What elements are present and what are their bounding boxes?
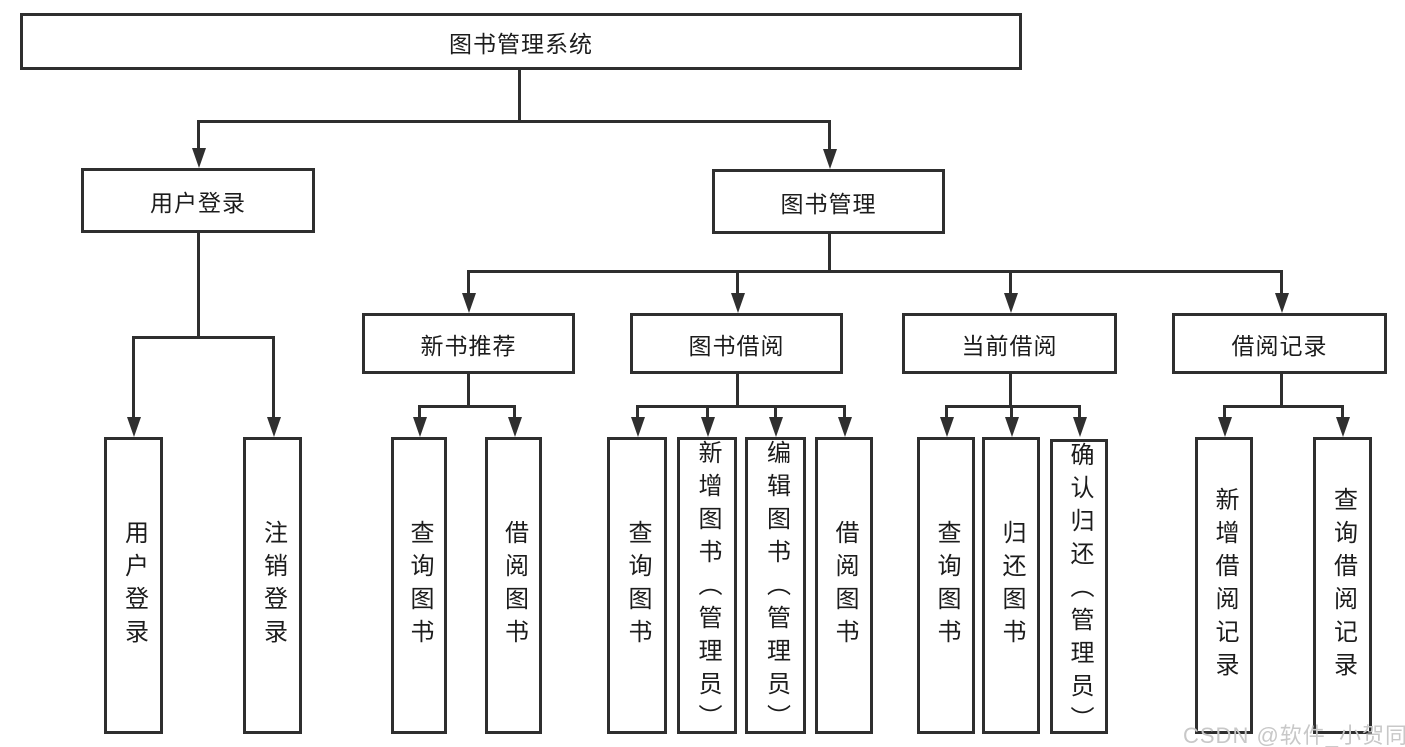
- leaf-query-borrow-record-label: 查询借阅记录: [1329, 486, 1357, 685]
- arrow-to-book-borrow: [736, 270, 739, 293]
- node-current-borrow: 当前借阅: [902, 313, 1117, 374]
- arrow-to-borrow-books-1: [513, 405, 516, 417]
- leaf-borrow-books-2-label: 借阅图书: [831, 519, 858, 652]
- arrow-to-add-book-admin: [706, 405, 709, 417]
- connector-user-login-stub: [197, 233, 200, 337]
- leaf-user-login: 用户登录: [104, 437, 163, 734]
- connector-user-login-rail: [132, 336, 275, 339]
- leaf-query-borrow-record: 查询借阅记录: [1313, 437, 1372, 734]
- leaf-add-borrow-record-label: 新增借阅记录: [1211, 486, 1238, 685]
- arrow-to-add-borrow-record: [1223, 405, 1226, 417]
- arrow-to-leaf-user-login: [132, 336, 135, 417]
- connector-borrow-records-stub: [1280, 374, 1283, 406]
- arrow-to-confirm-return-admin: [1078, 405, 1081, 417]
- node-book-borrow: 图书借阅: [630, 313, 843, 374]
- arrow-to-edit-book-admin: [774, 405, 777, 417]
- leaf-user-login-label: 用户登录: [120, 519, 148, 652]
- arrow-to-borrow-books-2: [843, 405, 846, 417]
- connector-book-borrow-rail: [636, 405, 845, 408]
- leaf-query-books-1-label: 查询图书: [406, 519, 433, 652]
- leaf-query-books-2-label: 查询图书: [624, 519, 651, 652]
- leaf-edit-book-admin: 编辑图书（管理员）: [745, 437, 806, 737]
- connector-new-book-recommend-rail: [418, 405, 516, 408]
- leaf-query-books-3-label: 查询图书: [933, 519, 960, 652]
- connector-book-management-stub: [828, 234, 831, 271]
- leaf-add-borrow-record: 新增借阅记录: [1195, 437, 1253, 734]
- connector-current-borrow-stub: [1009, 374, 1012, 406]
- connector-level2-rail: [197, 120, 830, 123]
- leaf-edit-book-admin-label: 编辑图书（管理员）: [762, 440, 790, 737]
- arrow-to-borrow-records: [1280, 270, 1283, 293]
- arrow-to-book-management: [828, 120, 831, 149]
- node-new-book-recommend: 新书推荐: [362, 313, 575, 374]
- connector-root-stub: [518, 70, 521, 122]
- arrow-to-query-books-1: [418, 405, 421, 417]
- node-book-management: 图书管理: [712, 169, 945, 234]
- leaf-borrow-books-1: 借阅图书: [485, 437, 542, 734]
- leaf-return-book: 归还图书: [982, 437, 1040, 734]
- node-borrow-records: 借阅记录: [1172, 313, 1387, 374]
- arrow-to-leaf-logout: [272, 336, 275, 417]
- node-library-system: 图书管理系统: [20, 13, 1022, 70]
- csdn-watermark: CSDN @软件_小贺同学: [1183, 723, 1405, 747]
- leaf-return-book-label: 归还图书: [998, 519, 1025, 652]
- leaf-add-book-admin: 新增图书（管理员）: [677, 437, 737, 737]
- arrow-to-user-login: [197, 120, 200, 148]
- leaf-add-book-admin-label: 新增图书（管理员）: [694, 440, 721, 737]
- arrow-to-new-book-recommend: [467, 270, 470, 293]
- leaf-borrow-books-2: 借阅图书: [815, 437, 873, 734]
- leaf-logout-label: 注销登录: [259, 519, 287, 652]
- leaf-query-books-3: 查询图书: [917, 437, 975, 734]
- leaf-confirm-return-admin-label: 确认归还（管理员）: [1066, 442, 1093, 739]
- arrow-to-return-book: [1010, 405, 1013, 417]
- leaf-logout: 注销登录: [243, 437, 302, 734]
- connector-level3-rail: [467, 270, 1283, 273]
- leaf-borrow-books-1-label: 借阅图书: [500, 519, 528, 652]
- leaf-query-books-1: 查询图书: [391, 437, 447, 734]
- node-user-login: 用户登录: [81, 168, 315, 233]
- connector-new-book-recommend-stub: [467, 374, 470, 406]
- arrow-to-current-borrow: [1009, 270, 1012, 293]
- arrow-to-query-borrow-record: [1341, 405, 1344, 417]
- arrow-to-query-books-3: [945, 405, 948, 417]
- connector-borrow-records-rail: [1223, 405, 1343, 408]
- leaf-query-books-2: 查询图书: [607, 437, 667, 734]
- leaf-confirm-return-admin: 确认归还（管理员）: [1050, 439, 1108, 739]
- connector-book-borrow-stub: [736, 374, 739, 406]
- arrow-to-query-books-2: [636, 405, 639, 417]
